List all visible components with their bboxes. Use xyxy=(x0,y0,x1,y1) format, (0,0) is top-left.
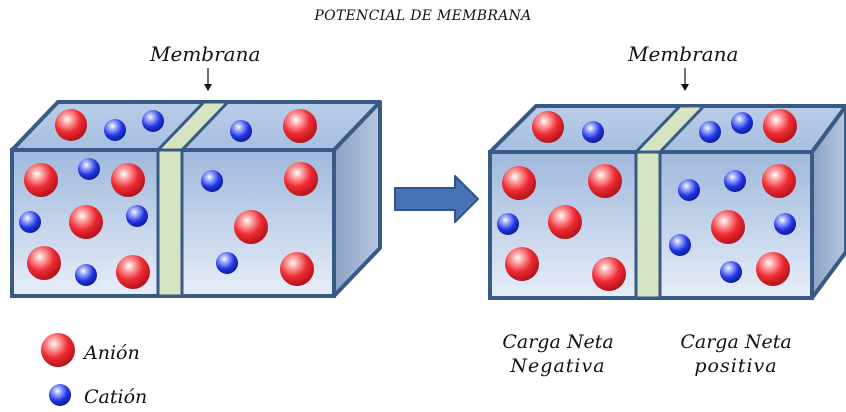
legend-anion-icon xyxy=(41,333,75,367)
cation xyxy=(720,261,742,283)
anion xyxy=(532,111,564,143)
anion xyxy=(548,205,582,239)
anion xyxy=(763,109,797,143)
left-membrane-pointer xyxy=(204,68,212,91)
negative-charge-label: Carga Neta Negativa xyxy=(498,330,618,378)
anion xyxy=(27,246,61,280)
cation xyxy=(19,211,41,233)
cation xyxy=(724,170,746,192)
cation xyxy=(216,252,238,274)
cation xyxy=(104,119,126,141)
anion xyxy=(756,252,790,286)
anion xyxy=(111,163,145,197)
left-membrane-front xyxy=(156,148,184,298)
anion xyxy=(588,164,622,198)
anion xyxy=(711,210,745,244)
cation xyxy=(201,170,223,192)
transition-arrow-icon xyxy=(394,175,479,223)
anion xyxy=(505,247,539,281)
cation xyxy=(699,121,721,143)
anion xyxy=(283,109,317,143)
left-container xyxy=(10,100,382,298)
right-membrane-front xyxy=(634,150,662,300)
cation xyxy=(75,264,97,286)
membrane-label-right: Membrana xyxy=(628,42,739,66)
positive-label-line1: Carga Neta xyxy=(680,331,792,353)
cation xyxy=(731,112,753,134)
anion xyxy=(762,164,796,198)
legend-cation-icon xyxy=(49,384,71,406)
cation xyxy=(582,121,604,143)
negative-label-line1: Carga Neta xyxy=(502,331,614,353)
anion xyxy=(55,109,87,141)
legend-cation-label: Catión xyxy=(84,386,148,408)
negative-label-line2: Negativa xyxy=(510,355,606,377)
membrane-label-left: Membrana xyxy=(150,42,261,66)
anion xyxy=(284,162,318,196)
anion xyxy=(24,163,58,197)
anion xyxy=(69,205,103,239)
left-ions xyxy=(19,109,318,289)
cation xyxy=(774,213,796,235)
cation xyxy=(142,110,164,132)
cation xyxy=(669,234,691,256)
diagram-title: POTENCIAL DE MEMBRANA xyxy=(314,8,532,24)
cation xyxy=(497,213,519,235)
positive-label-line2: positiva xyxy=(694,355,778,377)
cation xyxy=(126,205,148,227)
anion xyxy=(234,210,268,244)
positive-charge-label: Carga Neta positiva xyxy=(676,330,796,378)
right-membrane-pointer xyxy=(681,68,689,91)
anion xyxy=(116,255,150,289)
cation xyxy=(230,120,252,142)
cation xyxy=(678,179,700,201)
legend-anion-label: Anión xyxy=(84,342,140,364)
right-ions xyxy=(497,109,797,291)
anion xyxy=(502,166,536,200)
anion xyxy=(592,257,626,291)
anion xyxy=(280,252,314,286)
cation xyxy=(78,158,100,180)
